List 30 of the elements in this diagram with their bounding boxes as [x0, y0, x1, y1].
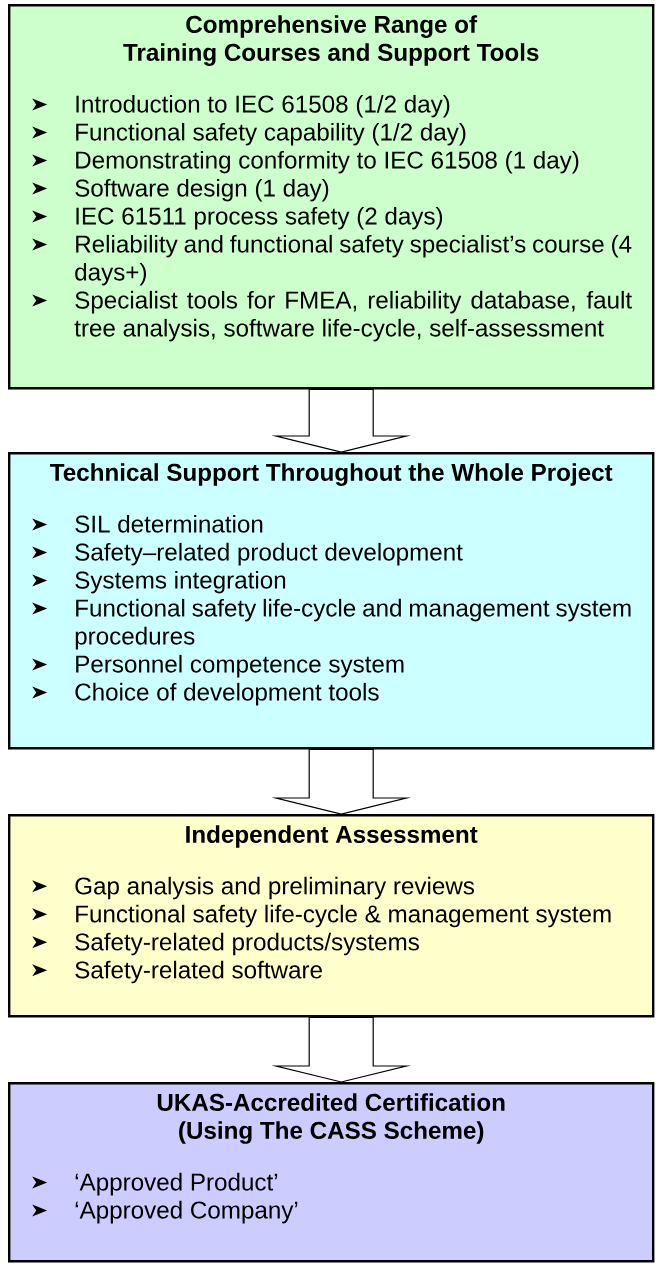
- list-item: Functional safety life-cycle & management system: [76, 904, 611, 928]
- list-item: Software design (1 day): [75, 178, 329, 202]
- list-item: Functional safety capability (1/2 day): [76, 122, 466, 146]
- list-item: Reliability and functional safety specialist’s course (4 days+): [75, 234, 632, 286]
- list-item: IEC 61511 process safety (2 days): [76, 206, 443, 230]
- block-arrow: [271, 1016, 412, 1083]
- process-box: [8, 1082, 655, 1263]
- list-item: Gap analysis and preliminary reviews: [75, 876, 475, 900]
- process-box: [8, 814, 655, 1018]
- list-item: Choice of development tools: [75, 682, 379, 706]
- list-item: Specialist tools for FMEA, reliability database, fault tree analysis, software life-cycle, self-assessment: [74, 290, 632, 342]
- list-item: Safety–related product development: [75, 542, 463, 566]
- list-item: Functional safety life-cycle and management system procedures: [75, 598, 631, 650]
- list-item: Safety-related software: [75, 960, 322, 984]
- box-heading: Comprehensive Range of Training Courses and Support Tools: [123, 15, 539, 66]
- list-item: Systems integration: [75, 570, 286, 594]
- list-item: Demonstrating conformity to IEC 61508 (1 day): [76, 150, 579, 174]
- list-item: SIL determination: [75, 514, 263, 533]
- list-item: ‘Approved Company’: [75, 1200, 298, 1224]
- block-arrow: [271, 748, 412, 815]
- list-item: Safety-related products/systems: [75, 932, 419, 956]
- list-item: Personnel competence system: [76, 654, 404, 678]
- process-box: [8, 452, 655, 750]
- block-arrow: [271, 388, 412, 453]
- box-heading: Independent Assessment: [186, 825, 478, 848]
- box-heading: UKAS-Accredited Certification (Using The CASS Scheme): [157, 1093, 505, 1144]
- list-item: Introduction to IEC 61508 (1/2 day): [76, 94, 450, 118]
- process-box: [8, 4, 655, 390]
- box-heading: Technical Support Throughout the Whole Project: [50, 463, 613, 486]
- list-item: ‘Approved Product’: [75, 1172, 278, 1196]
